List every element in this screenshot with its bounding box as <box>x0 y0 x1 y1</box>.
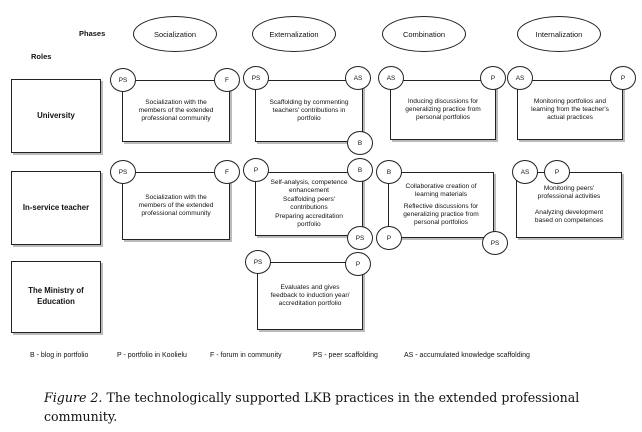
f-badge: F <box>214 160 240 184</box>
legend-item-blog: B - blog in portfolio <box>30 352 89 359</box>
b-badge: B <box>347 131 373 155</box>
cell-university-combination: Inducing discussions for generalizing pr… <box>390 80 496 140</box>
cell-text: Collaborative creation of learning mater… <box>405 182 477 198</box>
b-badge: B <box>376 160 402 184</box>
as-badge: AS <box>345 66 371 90</box>
cell-university-internalization: Monitoring portfolios and learning from … <box>517 80 623 140</box>
p-badge: P <box>345 252 371 276</box>
figure-label: Figure 2. <box>44 390 103 405</box>
caption-text: The technologically supported LKB practi… <box>44 390 580 424</box>
cell-text: Inducing discussions for generalizing pr… <box>405 97 481 122</box>
ps-badge: PS <box>482 231 508 255</box>
cell-teacher-socialization: Socialization with the members of the ex… <box>122 172 230 240</box>
ps-badge: PS <box>347 226 373 250</box>
p-badge: P <box>376 226 402 250</box>
cell-text: Socialization with the members of the ex… <box>138 98 214 123</box>
cell-text: Monitoring peers' professional activitie… <box>537 184 601 200</box>
cell-text: Socialization with the members of the ex… <box>138 193 214 218</box>
p-badge: P <box>544 160 570 184</box>
b-badge: B <box>347 158 373 182</box>
ps-badge: PS <box>110 160 136 184</box>
as-badge: AS <box>507 66 533 90</box>
role-university: University <box>11 79 101 153</box>
legend-item-accumulated-knowledge: AS - accumulated knowledge scaffolding <box>404 352 530 359</box>
p-badge: P <box>480 66 506 90</box>
ps-badge: PS <box>245 250 271 274</box>
cell-ministry-externalization: Evaluates and gives feedback to inductio… <box>257 262 363 330</box>
phase-combination: Combination <box>382 16 466 52</box>
phase-socialization: Socialization <box>133 16 217 52</box>
f-badge: F <box>214 68 240 92</box>
cell-text: Scaffolding peers' contributions <box>282 195 336 211</box>
as-badge: AS <box>512 160 538 184</box>
p-badge: P <box>243 158 269 182</box>
ps-badge: PS <box>110 68 136 92</box>
role-in-service-teacher: In-service teacher <box>11 171 101 245</box>
cell-text: Monitoring portfolios and learning from … <box>531 97 609 122</box>
phase-externalization: Externalization <box>252 16 336 52</box>
cell-text: Scaffolding by commenting teachers' cont… <box>269 98 349 123</box>
cell-text: Evaluates and gives feedback to inductio… <box>270 283 350 308</box>
figure-caption: Figure 2. The technologically supported … <box>44 389 604 427</box>
cell-university-socialization: Socialization with the members of the ex… <box>122 80 230 142</box>
cell-university-externalization: Scaffolding by commenting teachers' cont… <box>255 80 363 142</box>
legend-item-peer-scaffolding: PS - peer scaffolding <box>313 352 378 359</box>
legend-item-portfolio: P - portfolio in Koolielu <box>117 352 187 359</box>
roles-axis-label: Roles <box>31 52 52 61</box>
phase-internalization: Internalization <box>517 16 601 52</box>
phases-axis-label: Phases <box>79 29 106 38</box>
cell-teacher-internalization: Monitoring peers' professional activitie… <box>516 172 622 238</box>
cell-text: Reflective discussions for generalizing … <box>403 202 479 227</box>
cell-teacher-externalization: Self-analysis, competence enhancement Sc… <box>255 172 363 236</box>
ps-badge: PS <box>243 66 269 90</box>
p-badge: P <box>610 66 636 90</box>
cell-text: Self-analysis, competence enhancement <box>270 178 348 194</box>
role-ministry-of-education: The Ministry of Education <box>11 261 101 333</box>
cell-teacher-combination: Collaborative creation of learning mater… <box>388 172 494 238</box>
as-badge: AS <box>378 66 404 90</box>
cell-text: Analyzing development based on competenc… <box>534 209 604 225</box>
legend-item-forum: F - forum in community <box>210 352 282 359</box>
cell-text: Preparing accreditation portfolio <box>275 213 343 229</box>
